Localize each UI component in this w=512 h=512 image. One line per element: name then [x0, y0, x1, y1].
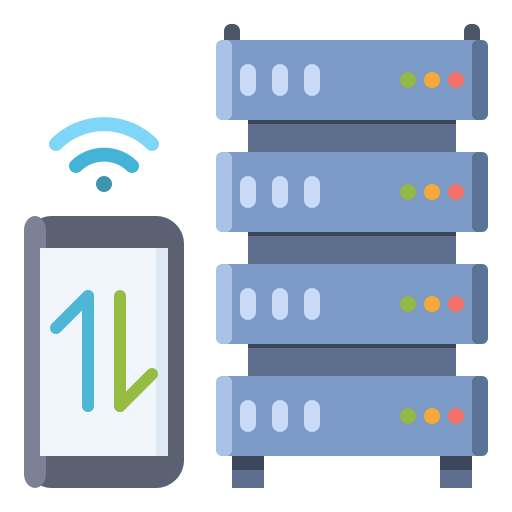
server-slot [272, 400, 288, 432]
status-light-green [400, 296, 416, 312]
server-highlight [216, 40, 232, 120]
arrow-down-head [114, 368, 158, 412]
server-shade [472, 40, 488, 120]
server-body [216, 264, 488, 344]
server-body [216, 152, 488, 232]
wifi-dot [96, 176, 112, 192]
wifi-inner-arc [69, 147, 139, 173]
rack-gap-3-shadow [248, 342, 456, 348]
status-light-green [400, 72, 416, 88]
wifi-outer-arc [49, 117, 159, 151]
phone-screen-edge [156, 248, 168, 456]
server-body [216, 376, 488, 456]
status-light-orange [424, 184, 440, 200]
server-shade [472, 152, 488, 232]
server-highlight [216, 152, 232, 232]
server-slot [240, 400, 256, 432]
server-slot [272, 64, 288, 96]
smartphone [24, 216, 184, 488]
server-unit-4 [216, 376, 488, 456]
status-light-orange [424, 296, 440, 312]
server-unit-2 [216, 152, 488, 232]
server-slot [240, 288, 256, 320]
status-light-orange [424, 408, 440, 424]
server-body [216, 40, 488, 120]
status-light-red [448, 296, 464, 312]
server-slot [272, 288, 288, 320]
status-light-orange [424, 72, 440, 88]
server-unit-3 [216, 264, 488, 344]
rack-foot-right-shadow [440, 452, 472, 470]
server-shade [472, 264, 488, 344]
server-slot [272, 176, 288, 208]
rack-gap-1-shadow [248, 118, 456, 124]
server-slot [240, 176, 256, 208]
server-highlight [216, 264, 232, 344]
rack-gap-2-shadow [248, 230, 456, 236]
phone-screen [40, 248, 168, 456]
download-arrow-icon [114, 290, 158, 412]
server-slot [304, 288, 320, 320]
server-shade [472, 376, 488, 456]
status-light-green [400, 408, 416, 424]
wifi-icon [49, 117, 159, 192]
status-light-red [448, 408, 464, 424]
server-unit-1 [216, 40, 488, 120]
server-slot [304, 64, 320, 96]
rack-frame [232, 118, 472, 488]
status-light-red [448, 184, 464, 200]
status-light-red [448, 72, 464, 88]
rack-foot-left-shadow [232, 452, 264, 470]
server-slot [240, 64, 256, 96]
server-highlight [216, 376, 232, 456]
server-slot [304, 176, 320, 208]
server-slot [304, 400, 320, 432]
upload-arrow-icon [50, 290, 94, 412]
status-light-green [400, 184, 416, 200]
arrow-up-head [50, 290, 94, 334]
